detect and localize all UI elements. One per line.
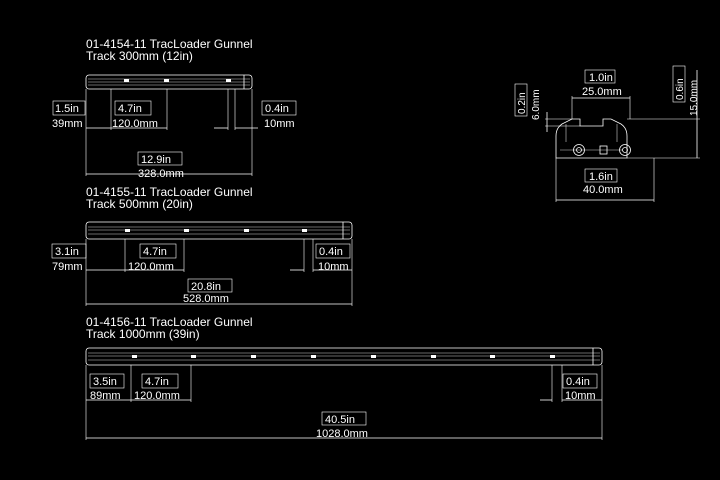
track-1000-hole [431,355,436,358]
track-1000-pitch-mm: 120.0mm [134,390,180,402]
profile-outline [555,118,628,159]
track-1000-total-mm: 1028.0mm [316,428,368,440]
profile-width-in: 1.6in [589,171,613,183]
track-300-title-line2: Track 300mm (12in) [86,49,193,63]
track-500-hole [184,229,189,232]
track-300-hole [226,79,231,82]
track-300-hole [124,79,129,82]
track-500-hole [125,229,130,232]
track-300-rail [85,74,253,90]
track-500-total-in: 20.8in [191,281,221,293]
track-300mm: 01-4154-11 TracLoader Gunnel Track 300mm… [52,37,297,180]
track-500-title-line1: 01-4155-11 TracLoader Gunnel [86,185,253,199]
track-1000-left-mm: 89mm [90,390,121,402]
track-1000-hole [371,355,376,358]
track-500-right-in: 0.4in [319,246,343,258]
track-500mm: 01-4155-11 TracLoader Gunnel Track 500mm… [51,185,353,306]
track-1000-right-in: 0.4in [566,376,590,388]
track-1000-hole [251,355,256,358]
profile-slot-in: 1.0in [589,72,613,84]
track-1000-pitch-in: 4.7in [145,376,169,388]
profile-lip-in: 0.2in [517,92,528,114]
track-500-pitch-in: 4.7in [143,246,167,258]
track-300-pitch-mm: 120.0mm [112,118,158,130]
track-1000-left-in: 3.5in [93,376,117,388]
track-500-left-mm: 79mm [52,261,83,273]
track-1000-hole [550,355,555,358]
track-1000-hole [132,355,137,358]
track-300-title-line1: 01-4154-11 TracLoader Gunnel [86,37,253,51]
track-1000-right-mm: 10mm [565,390,596,402]
track-300-total-in: 12.9in [141,154,171,166]
track-300-total-mm: 328.0mm [138,168,184,180]
track-1000-total-in: 40.5in [325,414,355,426]
track-500-hole [302,229,307,232]
profile-height-in: 0.6in [675,78,686,100]
track-300-hole [164,79,169,82]
profile-slot-mm: 25.0mm [582,86,622,98]
track-500-left-in: 3.1in [55,246,79,258]
track-1000-hole [490,355,495,358]
profile-height-mm: 15.0mm [689,80,700,116]
profile-width-mm: 40.0mm [583,184,623,196]
profile-lip-mm: 6.0mm [531,89,542,120]
track-500-total-mm: 528.0mm [183,293,229,305]
track-500-hole [244,229,249,232]
track-1000-rail [85,347,603,366]
track-300-pitch-in: 4.7in [118,103,142,115]
track-300-right-mm: 10mm [264,118,295,130]
track-500-rail [85,221,353,240]
track-300-left-mm: 39mm [52,118,83,130]
profile-wheel-right [619,144,631,156]
track-300-right-in: 0.4in [265,103,289,115]
track-500-right-mm: 10mm [318,261,349,273]
track-1000-hole [191,355,196,358]
track-500-title-line2: Track 500mm (20in) [86,197,193,211]
track-cross-section: 1.0in 25.0mm 0.2in 6.0mm 0.6in 15.0mm 1.… [514,65,700,202]
track-500-pitch-mm: 120.0mm [128,261,174,273]
track-1000-title-line2: Track 1000mm (39in) [86,327,200,341]
profile-wheel-left [573,144,585,156]
track-1000-hole [311,355,316,358]
track-1000-title-line1: 01-4156-11 TracLoader Gunnel [86,315,253,329]
track-300-left-in: 1.5in [55,103,79,115]
track-1000mm: 01-4156-11 TracLoader Gunnel Track 1000m… [85,315,603,440]
